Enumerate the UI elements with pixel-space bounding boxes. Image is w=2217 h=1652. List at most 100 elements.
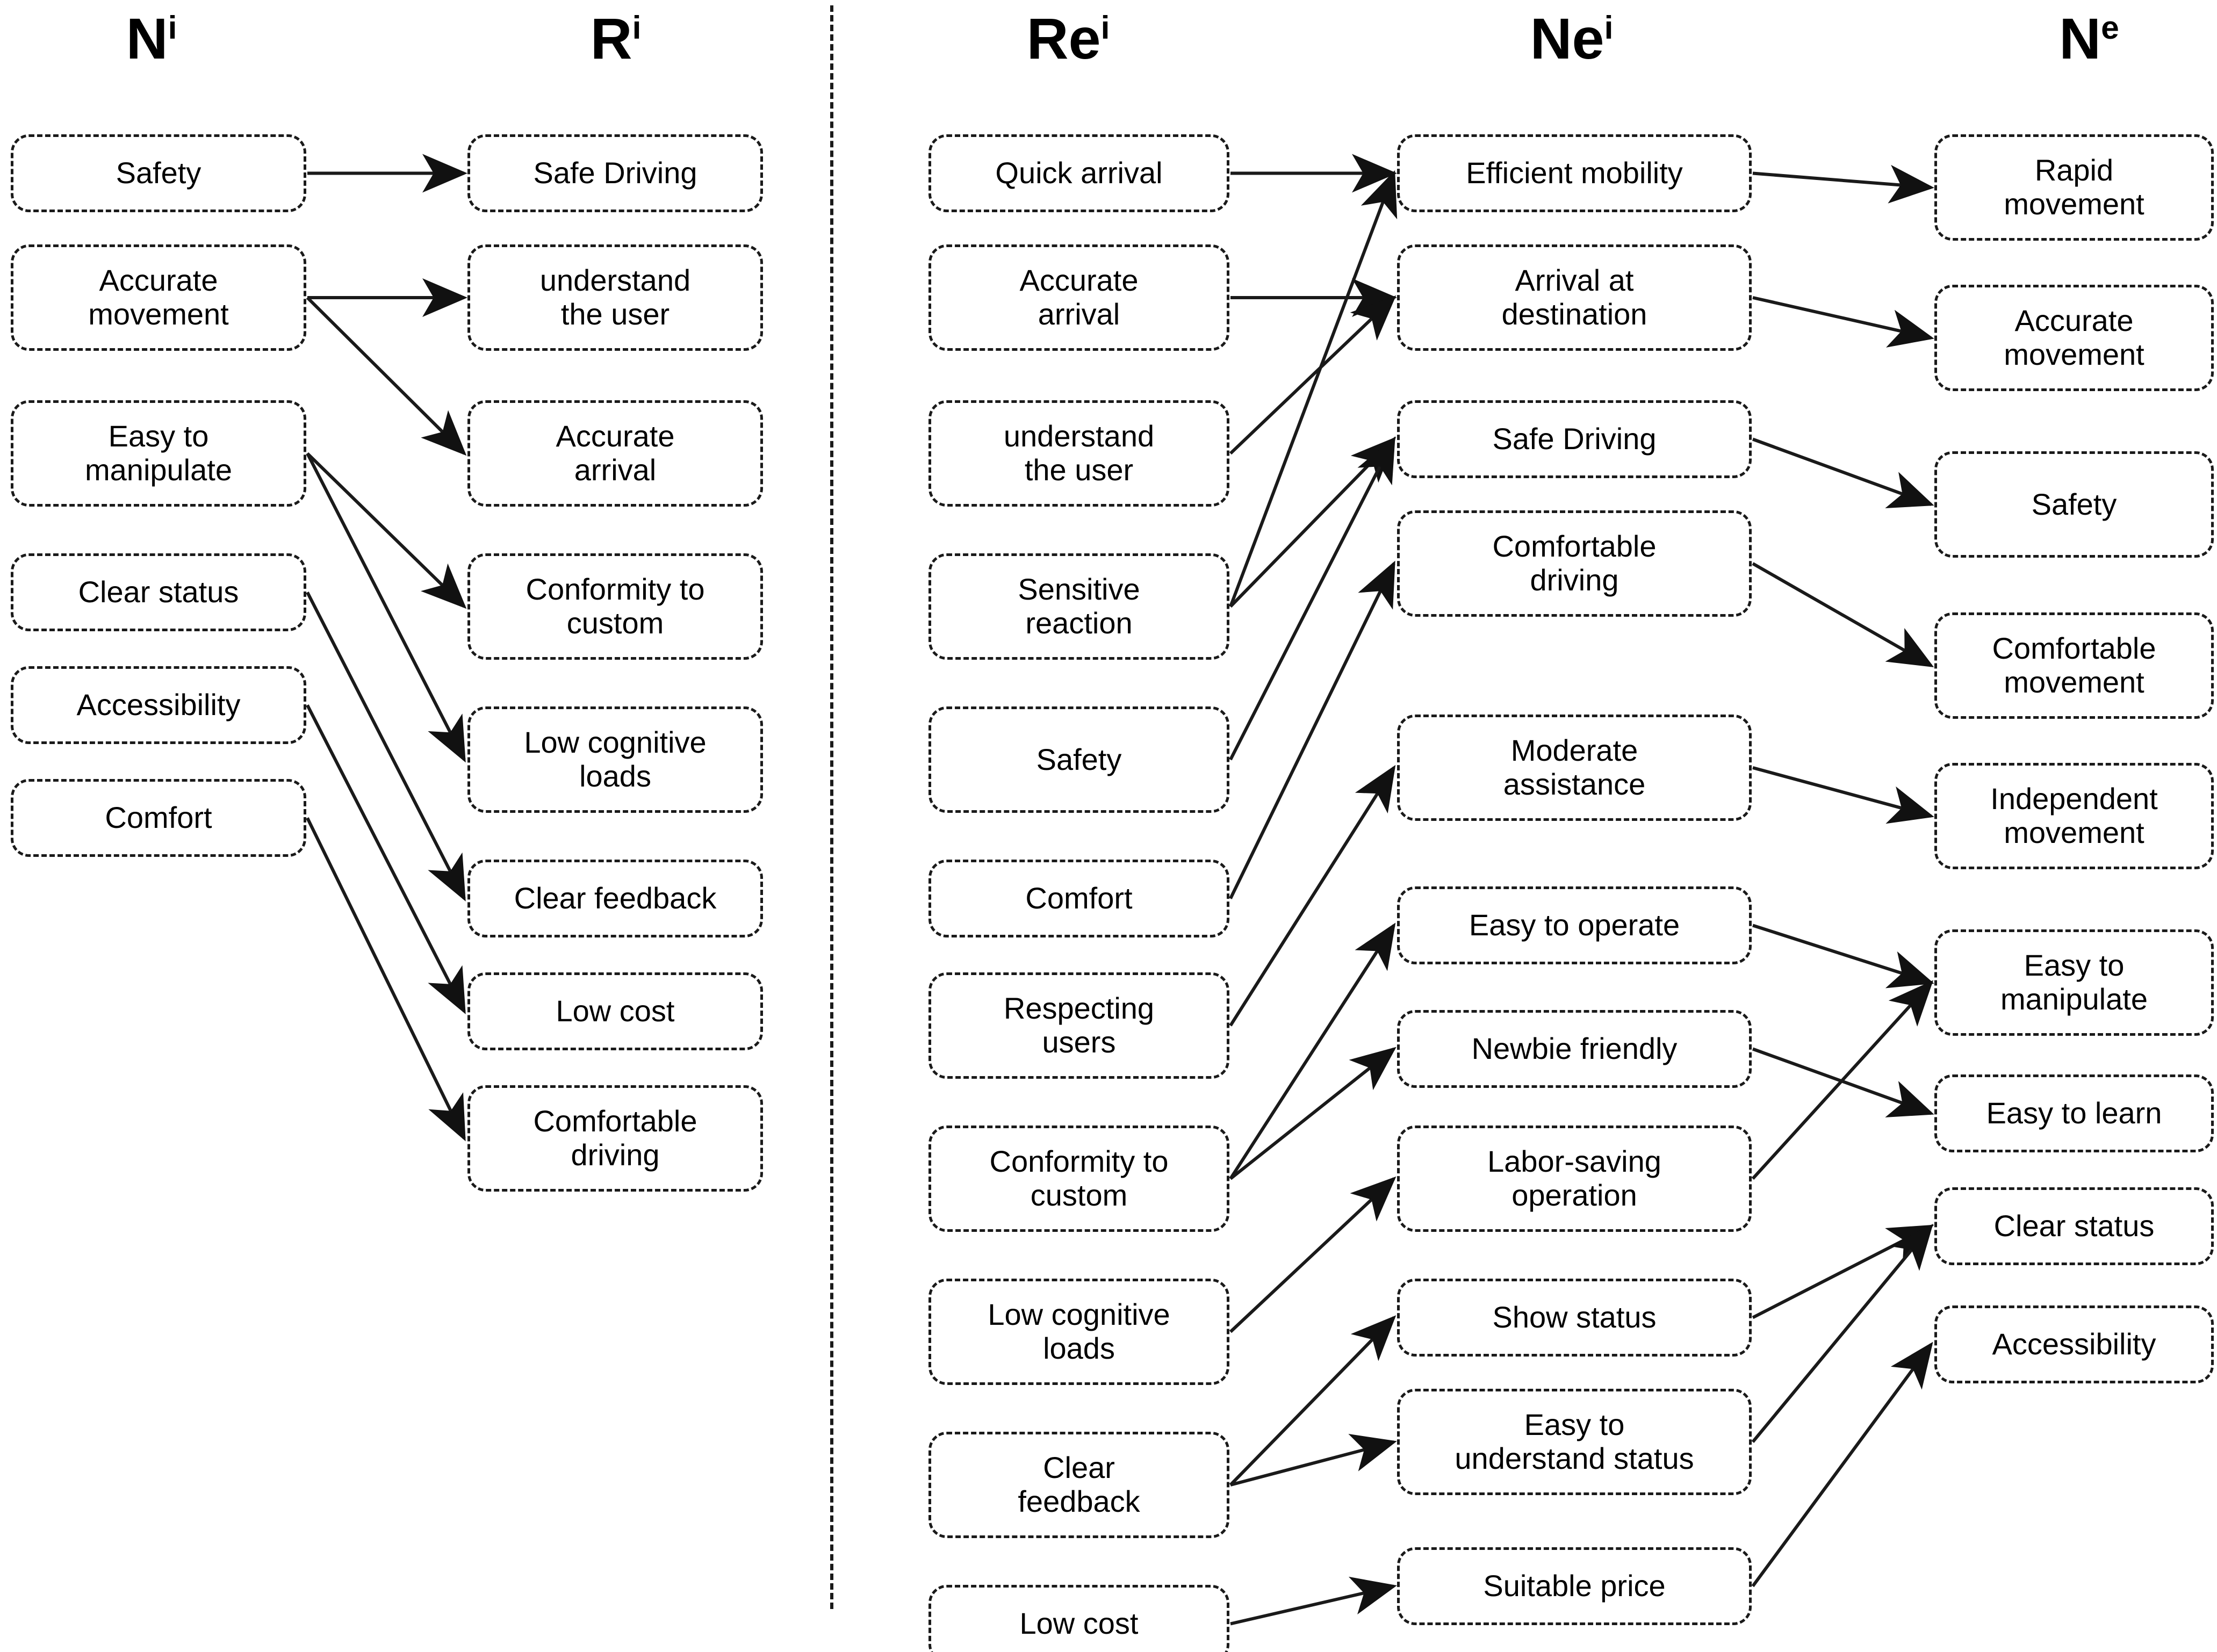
node-box[interactable]: Low cost — [467, 972, 763, 1050]
node-box[interactable]: Low cognitive loads — [467, 706, 763, 813]
node-label: Comfortable movement — [1992, 631, 2156, 699]
edge-arrow — [1752, 1224, 1934, 1319]
node-box[interactable]: Safety — [928, 706, 1229, 813]
node-label: understand the user — [539, 263, 691, 331]
edge-arrow — [306, 452, 466, 763]
node-box[interactable]: Suitable price — [1397, 1547, 1752, 1625]
edge-arrow — [1229, 436, 1395, 761]
node-label: Safe Driving — [533, 156, 697, 190]
node-box[interactable]: Accurate movement — [1934, 285, 2214, 391]
node-box[interactable]: Independent movement — [1934, 763, 2214, 869]
node-box[interactable]: Moderate assistance — [1397, 715, 1752, 821]
column-header-Nei: Nei — [1530, 10, 1614, 68]
node-box[interactable]: Respecting users — [928, 972, 1229, 1079]
edge-arrow — [1751, 1223, 1933, 1443]
node-box[interactable]: Safety — [1934, 451, 2214, 558]
edge-arrow — [1229, 922, 1396, 1180]
node-box[interactable]: Low cost — [928, 1585, 1229, 1652]
node-box[interactable]: Safe Driving — [467, 134, 763, 212]
node-box[interactable]: Comfort — [928, 860, 1229, 937]
node-box[interactable]: understand the user — [928, 400, 1229, 507]
node-label: Easy to understand status — [1455, 1408, 1694, 1475]
edge-arrow — [1752, 562, 1934, 667]
node-label: Accessibility — [1992, 1327, 2156, 1361]
node-box[interactable]: Clear feedback — [928, 1432, 1229, 1538]
node-box[interactable]: Comfortable movement — [1934, 612, 2214, 719]
node-label: Comfortable driving — [533, 1104, 697, 1172]
node-box[interactable]: Newbie friendly — [1397, 1010, 1752, 1088]
edge-arrow — [1229, 1176, 1397, 1333]
node-box[interactable]: Clear status — [11, 553, 306, 631]
node-box[interactable]: Easy to operate — [1397, 886, 1752, 964]
node-box[interactable]: Safe Driving — [1397, 400, 1752, 478]
node-label: Clear status — [78, 575, 239, 609]
column-header-base: Ne — [1530, 6, 1604, 71]
node-box[interactable]: Conformity to custom — [928, 1126, 1229, 1232]
node-label: Conformity to custom — [989, 1144, 1169, 1212]
node-box[interactable]: understand the user — [467, 244, 763, 351]
edge-arrow — [1752, 164, 1934, 204]
node-label: Safety — [1036, 742, 1122, 776]
node-box[interactable]: Comfort — [11, 779, 306, 857]
node-label: Clear feedback — [1018, 1451, 1140, 1518]
node-label: Low cognitive loads — [524, 725, 707, 793]
node-box[interactable]: Clear feedback — [467, 860, 763, 937]
node-label: Accurate arrival — [556, 419, 675, 487]
node-label: understand the user — [1003, 419, 1155, 487]
node-box[interactable]: Rapid movement — [1934, 134, 2214, 241]
column-header-superscript: i — [1100, 9, 1110, 46]
node-box[interactable]: Conformity to custom — [467, 553, 763, 660]
node-box[interactable]: Safety — [11, 134, 306, 212]
node-label: Accurate arrival — [1019, 263, 1139, 331]
node-label: Rapid movement — [2004, 153, 2144, 221]
node-label: Low cost — [1019, 1606, 1139, 1641]
node-box[interactable]: Accessibility — [11, 666, 306, 744]
node-label: Respecting users — [1003, 991, 1155, 1059]
node-label: Accurate movement — [88, 263, 229, 331]
node-label: Accessibility — [76, 688, 241, 722]
edge-arrow — [306, 591, 466, 901]
edge-arrow — [1229, 764, 1396, 1027]
node-box[interactable]: Clear status — [1934, 1187, 2214, 1265]
column-header-superscript: i — [1604, 9, 1614, 46]
node-label: Suitable price — [1483, 1569, 1666, 1603]
node-box[interactable]: Accurate arrival — [928, 244, 1229, 351]
node-box[interactable]: Quick arrival — [928, 134, 1229, 212]
node-box[interactable]: Easy to understand status — [1397, 1389, 1752, 1495]
node-box[interactable]: Sensitive reaction — [928, 553, 1229, 660]
node-box[interactable]: Accurate arrival — [467, 400, 763, 507]
node-box[interactable]: Accessibility — [1934, 1305, 2214, 1383]
edge-arrow — [1752, 437, 1934, 509]
edge-arrow — [306, 452, 467, 609]
column-header-superscript: i — [168, 9, 177, 46]
node-box[interactable]: Show status — [1397, 1279, 1752, 1357]
edge-arrow — [1752, 924, 1934, 989]
node-box[interactable]: Comfortable driving — [1397, 510, 1752, 617]
node-box[interactable]: Comfortable driving — [467, 1085, 763, 1192]
node-label: Easy to manipulate — [2000, 948, 2148, 1016]
node-box[interactable]: Easy to manipulate — [1934, 929, 2214, 1036]
node-box[interactable]: Easy to manipulate — [11, 400, 306, 507]
node-box[interactable]: Arrival at destination — [1397, 244, 1752, 351]
edge-arrow — [1752, 766, 1934, 824]
node-label: Show status — [1492, 1300, 1657, 1334]
column-header-base: Re — [1026, 6, 1101, 71]
panel-divider — [830, 5, 833, 1609]
node-box[interactable]: Easy to learn — [1934, 1074, 2214, 1152]
edge-arrow — [1230, 1434, 1397, 1487]
node-box[interactable]: Accurate movement — [11, 244, 306, 351]
column-header-superscript: i — [632, 9, 642, 46]
node-label: Moderate assistance — [1503, 733, 1646, 801]
node-box[interactable]: Efficient mobility — [1397, 134, 1752, 212]
edge-arrow — [1230, 1576, 1397, 1626]
edge-arrow — [1229, 437, 1397, 608]
node-box[interactable]: Labor-saving operation — [1397, 1126, 1752, 1232]
column-header-Ni: Ni — [126, 10, 177, 68]
node-box[interactable]: Low cognitive loads — [928, 1279, 1229, 1385]
node-label: Comfort — [105, 800, 212, 835]
edge-arrow — [306, 296, 467, 456]
column-header-base: R — [590, 6, 632, 71]
node-label: Clear feedback — [514, 881, 717, 915]
column-header-base: N — [2059, 6, 2101, 71]
